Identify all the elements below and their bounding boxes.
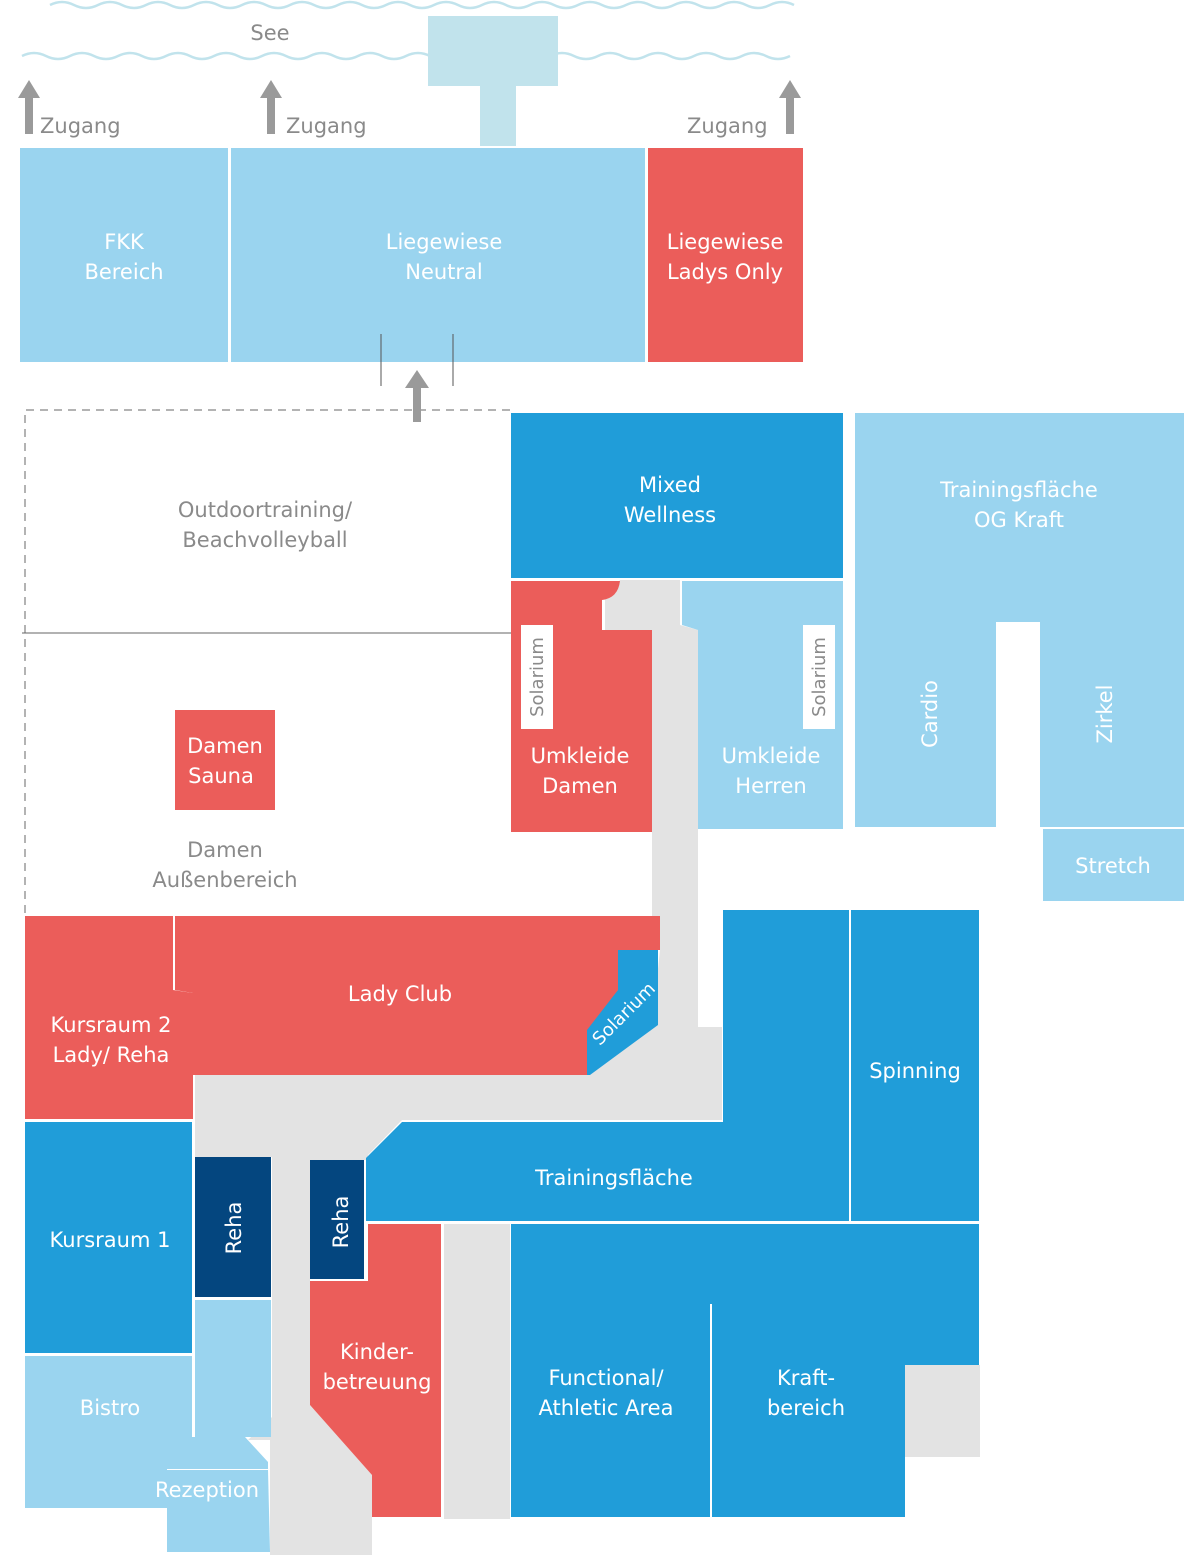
rezeption[interactable]	[167, 1470, 270, 1552]
kursraum2-label-2: Lady/ Reha	[53, 1043, 170, 1067]
corridor-lower	[444, 1224, 510, 1519]
kinder-label: Kinder-	[340, 1340, 414, 1364]
kraft-label: Kraft-	[777, 1366, 835, 1390]
damen-sauna-label-2: Sauna	[188, 764, 254, 788]
liegewiese-ladys-label: Liegewiese	[667, 230, 784, 254]
umkleide-herren-label-2: Herren	[735, 774, 806, 798]
up-arrow-icon	[405, 370, 429, 422]
reha-room-1[interactable]	[195, 1157, 271, 1297]
reha-label-2: Reha	[329, 1196, 353, 1249]
trainingsflaeche-og[interactable]	[855, 413, 1184, 827]
access-arrow-3: Zugang	[687, 80, 801, 138]
umkleide-damen-label: Umkleide	[531, 744, 630, 768]
access-label: Zugang	[687, 114, 768, 138]
lady-club[interactable]	[175, 916, 660, 1075]
corridors	[195, 580, 980, 1555]
trainingsflaeche[interactable]	[366, 910, 849, 1221]
access-arrow-1: Zugang	[18, 80, 121, 138]
kraft-label-2: bereich	[767, 1396, 845, 1420]
functional-label: Functional/	[548, 1366, 664, 1390]
lady-club-label: Lady Club	[348, 982, 452, 1006]
jetty-stem	[480, 84, 516, 146]
lake-label: See	[250, 21, 289, 45]
access-arrow-2: Zugang	[260, 80, 367, 138]
liegewiese-neutral-area[interactable]	[231, 148, 645, 362]
trainingsflaeche-og-label: Trainingsfläche	[939, 478, 1098, 502]
access-label: Zugang	[286, 114, 367, 138]
up-arrow-icon	[779, 80, 801, 134]
trainingsflaeche-label: Trainingsfläche	[534, 1166, 693, 1190]
lake-wave-top	[49, 0, 795, 10]
outdoor-boundary	[24, 409, 510, 915]
trainingsflaeche-og-label-2: OG Kraft	[974, 508, 1064, 532]
stretch[interactable]	[1043, 829, 1184, 901]
functional-label-2: Athletic Area	[539, 1396, 674, 1420]
kinderbetreuung[interactable]	[310, 1224, 441, 1517]
kursraum-1[interactable]	[25, 1122, 192, 1353]
solarium-lady[interactable]	[587, 950, 658, 1075]
mixed-wellness-label: Mixed	[639, 473, 701, 497]
damen-aussen-label: Damen	[187, 838, 263, 862]
rezeption-label: Rezeption	[155, 1478, 259, 1502]
solarium-herren[interactable]	[803, 625, 835, 729]
damen-aussen-label-2: Außenbereich	[152, 868, 297, 892]
liegewiese-ladys-area[interactable]	[648, 148, 803, 362]
umkleide-herren-label: Umkleide	[722, 744, 821, 768]
spinning-label: Spinning	[869, 1059, 961, 1083]
kinder-label-2: betreuung	[323, 1370, 432, 1394]
liegewiese-neutral-label-2: Neutral	[405, 260, 483, 284]
lake: See	[21, 0, 795, 146]
fkk-label: FKK	[104, 230, 145, 254]
bistro[interactable]	[25, 1356, 268, 1508]
access-label: Zugang	[40, 114, 121, 138]
mixed-wellness-label-2: Wellness	[624, 503, 716, 527]
cardio-label: Cardio	[918, 680, 942, 748]
kraft-top-connector	[710, 1224, 712, 1304]
corridor-corner	[905, 1365, 980, 1457]
reha-room-2[interactable]	[310, 1160, 364, 1279]
outdoor-label-2: Beachvolleyball	[182, 528, 347, 552]
liegewiese-neutral-label: Liegewiese	[386, 230, 503, 254]
umkleide-damen-label-2: Damen	[542, 774, 618, 798]
solarium-damen-label: Solarium	[527, 637, 548, 717]
outdoor-label: Outdoortraining/	[178, 498, 353, 522]
kursraum-2[interactable]	[25, 916, 193, 1119]
umkleide-herren[interactable]	[682, 581, 843, 829]
kursraum2-label: Kursraum 2	[51, 1013, 172, 1037]
fkk-label-2: Bereich	[84, 260, 163, 284]
liegewiese-ladys-label-2: Ladys Only	[667, 260, 783, 284]
fkk-area[interactable]	[20, 148, 228, 362]
bistro-label: Bistro	[80, 1396, 140, 1420]
spinning[interactable]	[851, 910, 979, 1221]
lake-wave-bottom	[21, 51, 791, 61]
up-arrow-icon	[18, 80, 40, 134]
functional-area[interactable]	[511, 1224, 710, 1517]
mixed-wellness[interactable]	[511, 413, 843, 578]
reha-label-1: Reha	[222, 1202, 246, 1255]
corridor-upper	[195, 580, 722, 1555]
damen-sauna-label: Damen	[187, 734, 263, 758]
jetty-head	[428, 16, 558, 86]
up-arrow-icon	[260, 80, 282, 134]
zirkel-label: Zirkel	[1093, 684, 1117, 743]
damen-sauna[interactable]	[175, 710, 275, 810]
kursraum1-label: Kursraum 1	[50, 1228, 171, 1252]
solarium-damen[interactable]	[521, 625, 553, 729]
bistro-side-panel[interactable]	[195, 1300, 271, 1437]
solarium-herren-label: Solarium	[809, 637, 830, 717]
kraftbereich[interactable]	[712, 1224, 979, 1517]
stretch-label: Stretch	[1075, 854, 1151, 878]
